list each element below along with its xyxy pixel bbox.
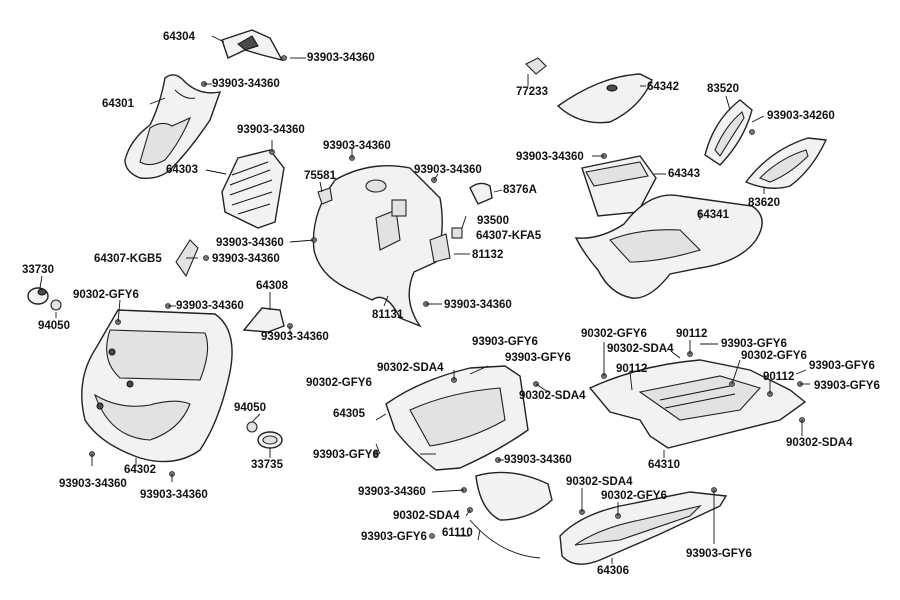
label-90112: 90112 [763, 371, 795, 383]
label-90302-GFY6: 90302-GFY6 [741, 350, 807, 362]
label-64343: 64343 [668, 168, 700, 180]
label-64307-KFA5: 64307-KFA5 [476, 230, 542, 242]
label-93903-34360: 93903-34360 [504, 454, 572, 466]
part-64342-lid [556, 73, 653, 124]
label-93903-34360: 93903-34360 [444, 299, 512, 311]
label-90112: 90112 [676, 328, 708, 340]
label-33730: 33730 [22, 264, 54, 276]
label-93903-34360: 93903-34360 [516, 151, 584, 163]
part-64343-box [581, 155, 657, 217]
label-90302-SDA4: 90302-SDA4 [377, 362, 444, 374]
label-90112: 90112 [616, 363, 648, 375]
label-94050: 94050 [38, 320, 70, 332]
label-93903-GFY6: 93903-GFY6 [721, 338, 787, 350]
part-64308 [242, 307, 285, 333]
label-64304: 64304 [163, 31, 195, 43]
label-93500: 93500 [477, 215, 509, 227]
label-93903-34360: 93903-34360 [140, 489, 208, 501]
part-64302-front-shield [81, 309, 233, 463]
label-90302-GFY6: 90302-GFY6 [306, 377, 372, 389]
part-94050-b [246, 421, 258, 433]
label-90302-SDA4: 90302-SDA4 [786, 437, 853, 449]
label-93903-GFY6: 93903-GFY6 [809, 360, 875, 372]
label-64302: 64302 [124, 464, 156, 476]
part-33730 [27, 287, 49, 305]
label-93903-34360: 93903-34360 [212, 78, 280, 90]
label-93903-34360: 93903-34360 [216, 237, 284, 249]
label-64310: 64310 [648, 459, 680, 471]
label-93903-GFY6: 93903-GFY6 [686, 548, 752, 560]
label-64303: 64303 [166, 164, 198, 176]
label-93903-GFY6: 93903-GFY6 [814, 380, 880, 392]
part-33735 [257, 431, 283, 449]
label-77233: 77233 [516, 86, 548, 98]
label-90302-SDA4: 90302-SDA4 [566, 476, 633, 488]
part-64307-KFA5 [429, 227, 463, 263]
label-93903-34360: 93903-34360 [323, 140, 391, 152]
label-61110: 61110 [442, 527, 473, 539]
part-94050-a [50, 299, 62, 311]
label-93903-GFY6: 93903-GFY6 [313, 449, 379, 461]
label-93903-GFY6: 93903-GFY6 [505, 352, 571, 364]
part-77233 [525, 57, 547, 75]
leader-lines [39, 35, 810, 564]
label-64342: 64342 [647, 81, 679, 93]
label-93903-34360: 93903-34360 [176, 300, 244, 312]
label-64308: 64308 [256, 280, 288, 292]
part-64305-side-panel [385, 365, 529, 471]
label-93903-GFY6: 93903-GFY6 [472, 336, 538, 348]
label-93903-34360: 93903-34360 [414, 164, 482, 176]
label-90302-SDA4: 90302-SDA4 [607, 343, 674, 355]
label-64301: 64301 [102, 98, 134, 110]
label-90302-GFY6: 90302-GFY6 [581, 328, 647, 340]
label-83620: 83620 [748, 197, 780, 209]
part-64341-rear-body [574, 194, 763, 299]
label-90302-GFY6: 90302-GFY6 [601, 490, 667, 502]
label-64307-KGB5: 64307-KGB5 [94, 253, 162, 265]
label-33735: 33735 [251, 459, 283, 471]
label-93903-34360: 93903-34360 [307, 52, 375, 64]
label-90302-SDA4: 90302-SDA4 [519, 390, 586, 402]
label-93903-34360: 93903-34360 [237, 124, 305, 136]
label-75581: 75581 [304, 170, 336, 182]
part-64306-lower-cover [559, 491, 728, 565]
label-64306: 64306 [597, 565, 629, 577]
label-64341: 64341 [697, 209, 729, 221]
part-64304-visor [221, 29, 284, 62]
part-61110 [469, 471, 553, 559]
label-81131: 81131 [372, 309, 404, 321]
part-64303-grille [221, 149, 285, 229]
part-81131-inner-shield [312, 165, 443, 328]
label-64305: 64305 [333, 408, 365, 420]
label-81132: 81132 [472, 249, 504, 261]
label-94050: 94050 [234, 402, 266, 414]
part-83520 [704, 99, 753, 166]
label-93903-34360: 93903-34360 [261, 331, 329, 343]
label-90302-GFY6: 90302-GFY6 [73, 289, 139, 301]
part-64301-front-upper-cover [124, 74, 222, 180]
label-93903-34260: 93903-34260 [767, 110, 835, 122]
label-93903-34360: 93903-34360 [59, 478, 127, 490]
label-83520: 83520 [707, 83, 739, 95]
part-8376A [469, 182, 493, 205]
label-90302-SDA4: 90302-SDA4 [393, 510, 460, 522]
label-93903-34360: 93903-34360 [358, 486, 426, 498]
part-83620 [744, 137, 828, 189]
label-93903-34360: 93903-34360 [212, 253, 280, 265]
part-64310-floor [588, 359, 807, 449]
part-75581 [317, 187, 333, 205]
label-93903-GFY6: 93903-GFY6 [361, 531, 427, 543]
label-8376A: 8376A [503, 184, 537, 196]
